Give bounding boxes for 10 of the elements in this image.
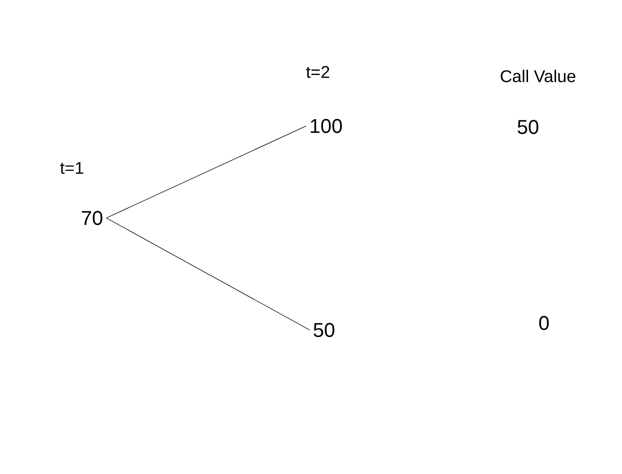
column-heading: t=2 — [306, 66, 330, 78]
value-text: 0 — [539, 316, 549, 330]
value-text: 100 — [310, 118, 342, 134]
branch-line — [106, 218, 310, 330]
column-heading: Call Value — [500, 70, 576, 82]
value-text: 50 — [518, 120, 538, 134]
branch-line — [106, 126, 306, 218]
column-heading: t=1 — [60, 162, 84, 174]
value-text: 50 — [314, 322, 334, 338]
value-text: 70 — [82, 210, 102, 226]
